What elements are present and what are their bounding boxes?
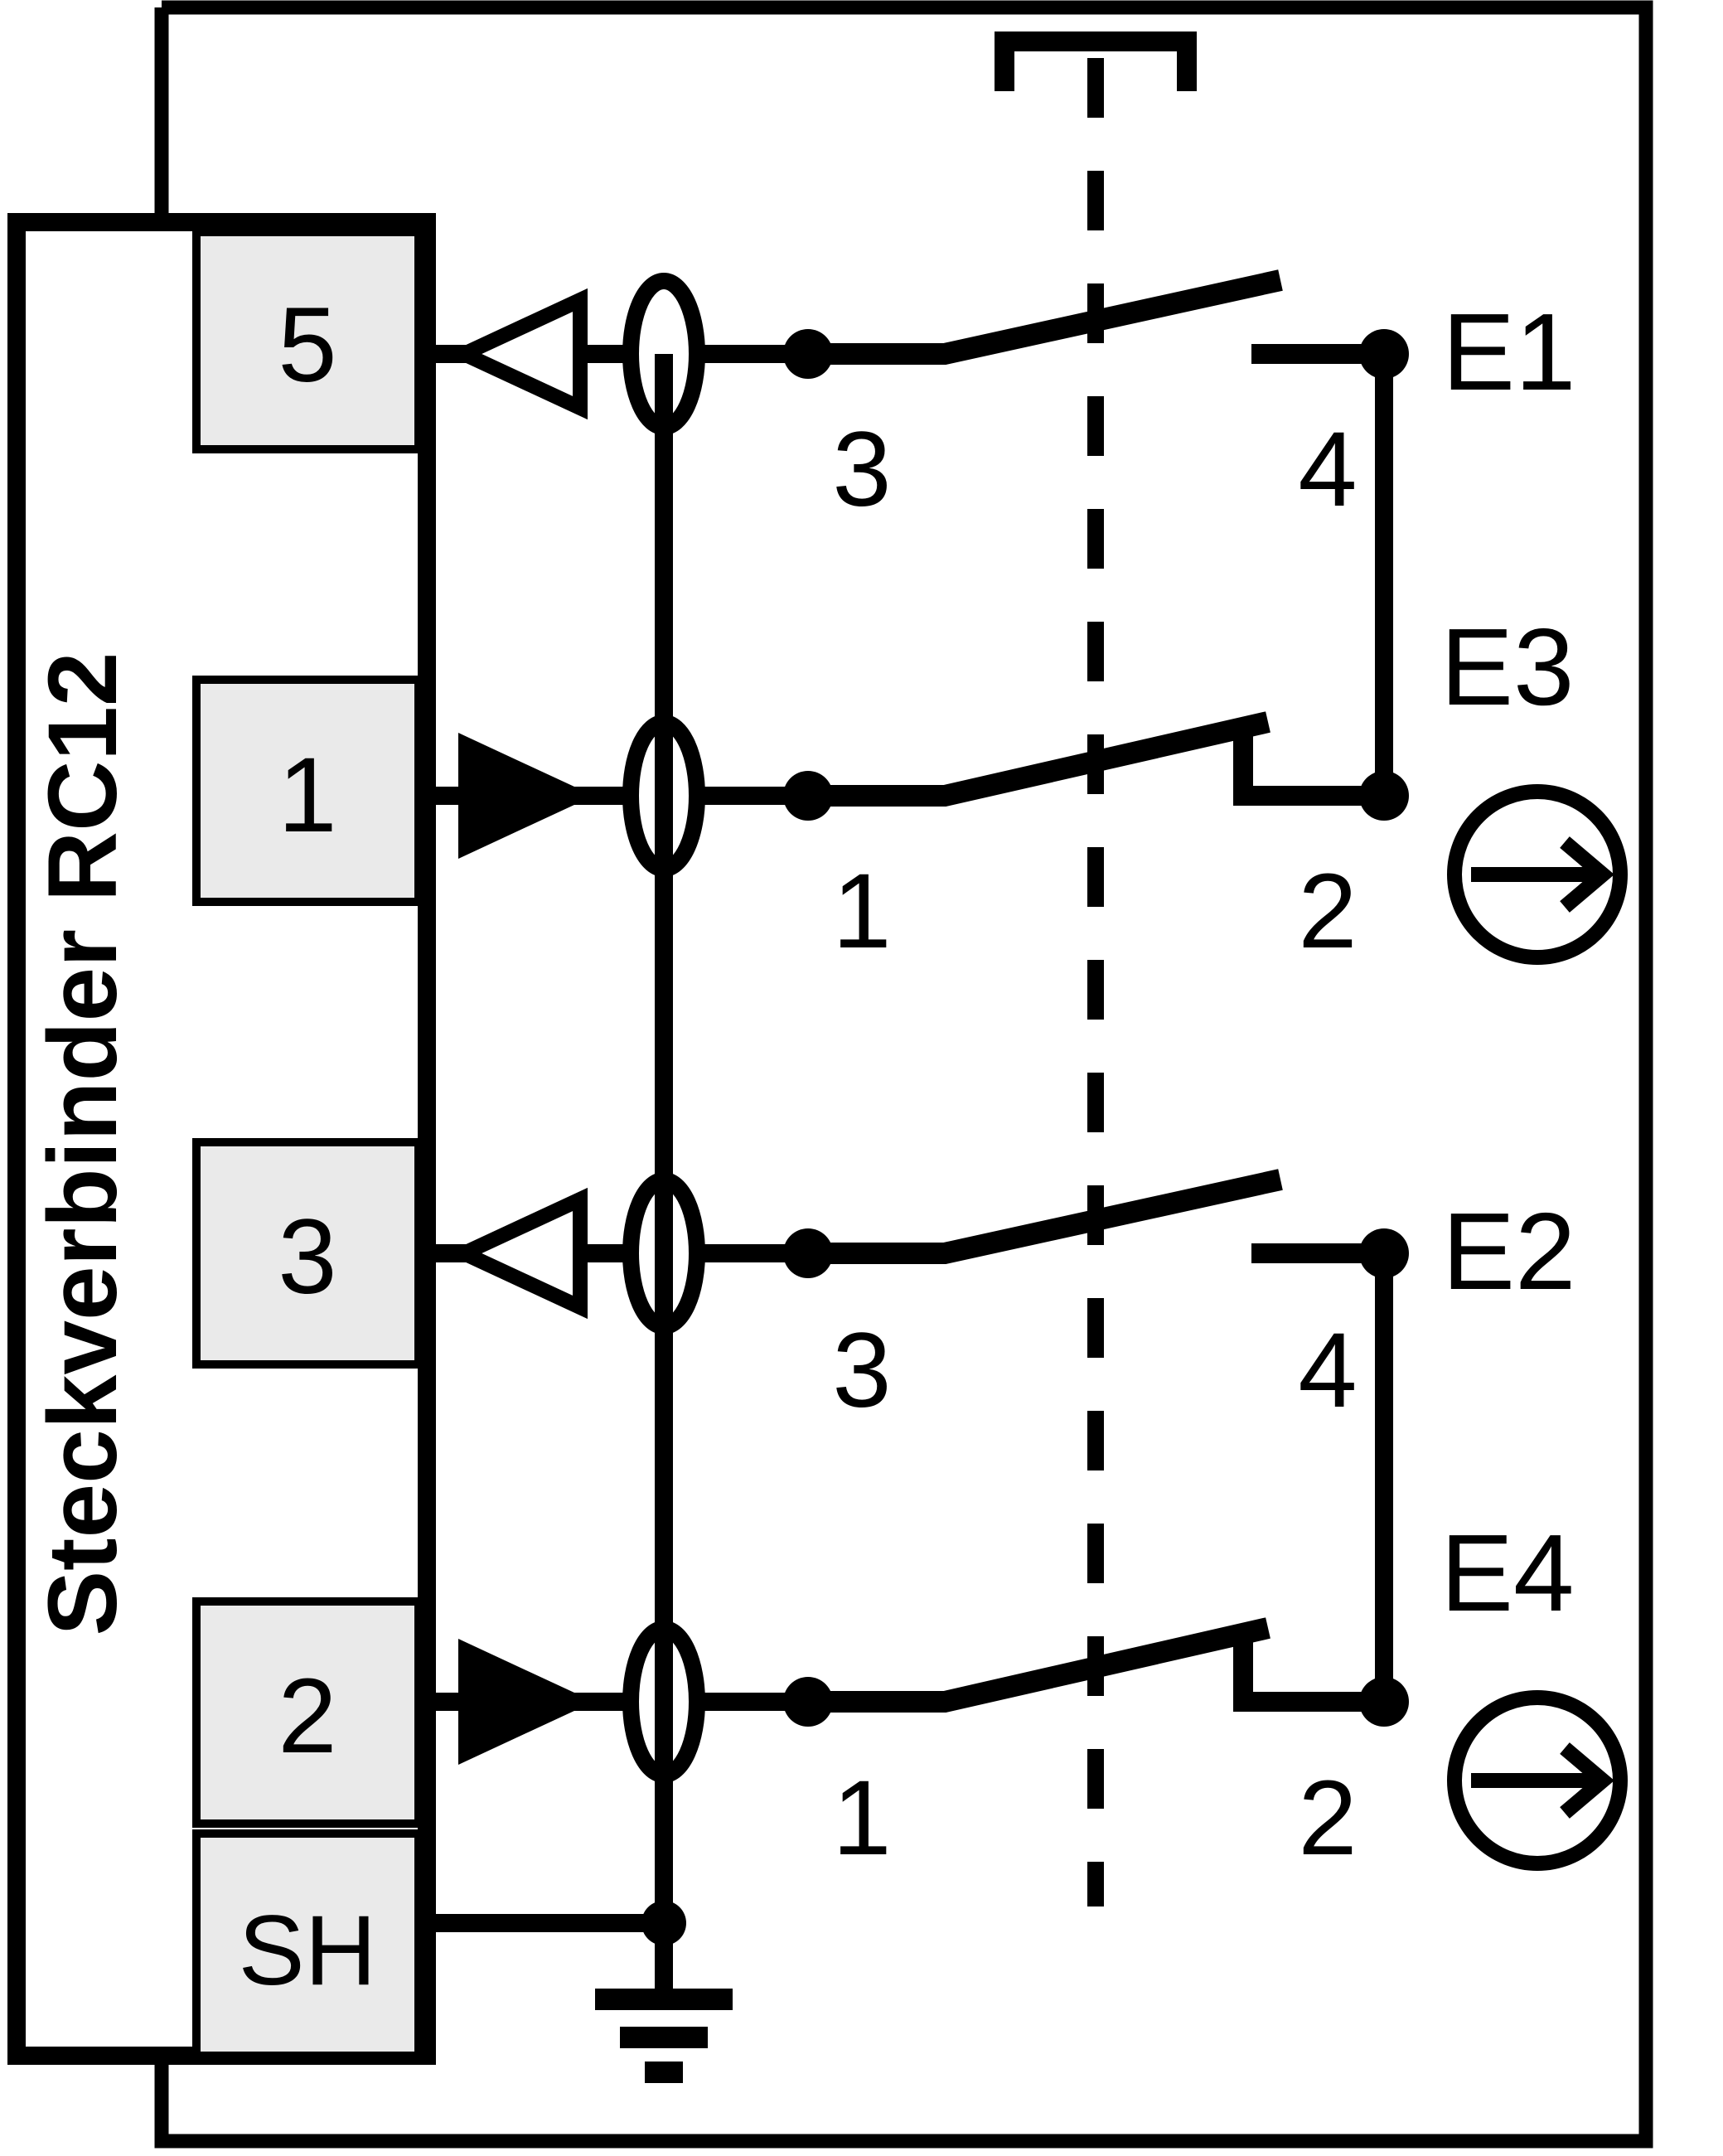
terminal-node-e3 — [1359, 771, 1409, 821]
contact-blade-row4[interactable] — [808, 1617, 1270, 1713]
pin-label-sh: SH — [239, 1895, 377, 2006]
output-arrow-circle-icon-e3 — [1447, 784, 1628, 965]
pin-label-1: 1 — [278, 736, 336, 855]
endpoint-label-e3: E3 — [1440, 606, 1574, 728]
contact-terminal-label-1-row2: 1 — [832, 852, 891, 971]
pin-box-1[interactable]: 1 — [192, 676, 423, 906]
connector-block: 5 1 3 2 SH Steckverbinder RC12 — [7, 213, 436, 2065]
contact-blade-row1[interactable] — [808, 269, 1283, 365]
output-arrow-circle-icon-e4 — [1447, 1690, 1628, 1871]
device-outline — [154, 0, 1653, 2149]
connector-title: Steckverbinder RC12 — [28, 652, 138, 1635]
contact-terminal-label-2-row4: 2 — [1298, 1759, 1357, 1877]
direction-arrow-in-icon-row4 — [458, 1639, 594, 1765]
contact-blade-row2[interactable] — [808, 711, 1270, 807]
contact-terminal-label-3-row3: 3 — [832, 1311, 891, 1430]
endpoint-label-e1: E1 — [1442, 291, 1575, 413]
direction-arrow-out-icon-row3 — [446, 1187, 588, 1320]
endpoint-label-e4: E4 — [1440, 1512, 1574, 1634]
contact-terminal-label-4-row1: 4 — [1298, 410, 1357, 529]
actuator-linkage — [995, 31, 1197, 1906]
endpoint-label-e2: E2 — [1442, 1190, 1575, 1312]
terminal-node-e4 — [1359, 1677, 1409, 1727]
direction-arrow-in-icon-row2 — [458, 733, 594, 859]
signal-row-2: 1 2 E3 — [427, 606, 1628, 971]
pin-box-2[interactable]: 2 — [192, 1597, 423, 1828]
signal-row-1: 3 4 E1 — [427, 269, 1575, 796]
contact-terminal-label-2-row2: 2 — [1298, 852, 1357, 971]
contact-hook-row2 — [1233, 725, 1384, 806]
contact-terminal-label-4-row3: 4 — [1298, 1311, 1357, 1430]
pin-box-sh[interactable]: SH — [192, 1829, 423, 2060]
pin-box-5[interactable]: 5 — [192, 228, 423, 453]
contact-terminal-label-3-row1: 3 — [832, 410, 891, 529]
pin-label-3: 3 — [278, 1198, 336, 1316]
signal-row-3: 3 4 E2 — [427, 1169, 1575, 1702]
signal-row-4: 1 2 E4 — [427, 1512, 1628, 1877]
pin-label-2: 2 — [278, 1657, 336, 1776]
contact-terminal-label-1-row4: 1 — [832, 1759, 891, 1877]
contact-hook-row4 — [1233, 1631, 1384, 1712]
pin-box-3[interactable]: 3 — [192, 1138, 423, 1369]
contact-blade-row3[interactable] — [808, 1169, 1283, 1264]
direction-arrow-out-icon-row1 — [446, 288, 588, 420]
actuator-bracket-icon — [995, 31, 1197, 91]
pin-label-5: 5 — [278, 286, 336, 405]
ground-icon — [595, 1923, 733, 2083]
